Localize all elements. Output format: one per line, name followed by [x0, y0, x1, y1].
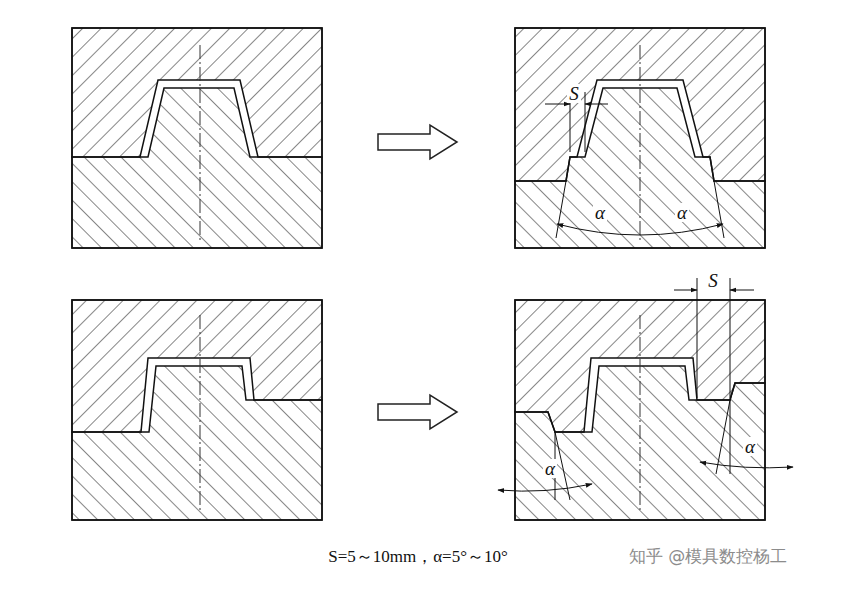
transition-arrow [378, 395, 457, 429]
angle-arc [498, 484, 592, 491]
caption: S=5～10mm，α=5°～10° [328, 548, 508, 565]
lower-mold [72, 88, 322, 248]
draft-line [714, 181, 724, 238]
draft-line [716, 400, 730, 474]
angle-arc [700, 462, 793, 468]
mold-frame [72, 28, 322, 248]
center-line [200, 45, 201, 240]
reference-line [730, 400, 731, 474]
center-line [640, 315, 641, 510]
angle-symbol: α [743, 437, 757, 456]
lower-mold [72, 366, 322, 520]
watermark: 知乎 @模具数控杨工 [629, 548, 787, 565]
angle-symbol: α [593, 203, 607, 222]
dimension-line [545, 104, 570, 105]
dimension-symbol: S [706, 271, 720, 290]
mold-frame [72, 300, 322, 520]
mold-frame [515, 28, 765, 248]
mold-frame [515, 300, 765, 520]
dimension-symbol: S [567, 84, 581, 103]
dimension-line [585, 104, 608, 105]
extension-line [697, 278, 698, 398]
center-line [200, 315, 201, 510]
extension-line [730, 278, 731, 398]
dimension-line [730, 290, 754, 291]
transition-arrow [378, 125, 457, 159]
angle-arc [557, 224, 723, 235]
center-line [640, 45, 641, 240]
draft-line [556, 181, 566, 238]
angle-symbol: α [675, 203, 689, 222]
dimension-line [674, 290, 697, 291]
extension-line [585, 92, 586, 152]
angle-symbol: α [543, 459, 557, 478]
